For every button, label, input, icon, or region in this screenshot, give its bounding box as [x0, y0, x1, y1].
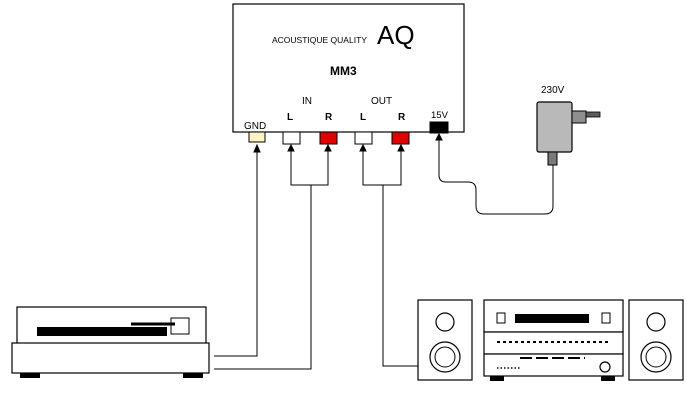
- turntable: [11, 306, 210, 378]
- turntable-foot-left: [20, 373, 40, 378]
- power-jack: [429, 121, 449, 134]
- receiver-knob-left: [496, 312, 506, 324]
- turntable-platter: [37, 327, 167, 336]
- mm3-preamp: ACOUSTIQUE QUALITY AQ MM3 IN OUT L R L R…: [232, 3, 465, 145]
- in-left-arrow: [287, 143, 295, 152]
- out-group-label: OUT: [371, 96, 392, 107]
- speaker-right-tweeter: [646, 312, 666, 332]
- preamp-body: [232, 3, 465, 133]
- power-adapter-label: 230V: [541, 85, 565, 96]
- speaker-right-woofer: [640, 341, 672, 373]
- in-right-arrow: [324, 143, 332, 152]
- out-bracket: [362, 150, 402, 186]
- in-bracket: [290, 150, 329, 186]
- in-wire: [214, 185, 312, 370]
- adapter-plug-prong: [585, 111, 601, 118]
- speaker-left-tweeter: [435, 312, 455, 332]
- power-adapter: 230V: [536, 85, 601, 166]
- in-right-jack: [319, 131, 338, 145]
- receiver-lower-unit: [483, 353, 624, 377]
- in-right-label: R: [325, 112, 333, 123]
- speaker-right-woofer-cone: [645, 346, 667, 368]
- out-left-jack: [354, 131, 373, 145]
- in-left-label: L: [287, 112, 293, 123]
- brand-logo: AQ: [377, 20, 415, 50]
- gnd-wire: [214, 152, 258, 357]
- out-wire: [382, 185, 418, 367]
- out-left-label: L: [360, 112, 366, 123]
- adapter-body: [536, 101, 573, 153]
- adapter-strain-relief: [547, 151, 558, 166]
- receiver-display: [515, 314, 589, 323]
- in-group-label: IN: [302, 96, 312, 107]
- speaker-left-woofer: [429, 341, 461, 373]
- speaker-left: [417, 299, 473, 381]
- tonearm-base: [170, 317, 190, 335]
- receiver-volume-knob: [599, 361, 611, 373]
- receiver-knob-right: [601, 312, 611, 324]
- out-right-arrow: [397, 143, 405, 152]
- adapter-plug-base: [571, 110, 587, 124]
- out-right-jack: [391, 131, 410, 145]
- model-label: MM3: [330, 64, 357, 78]
- out-left-arrow: [359, 143, 367, 152]
- wiring: [214, 132, 554, 370]
- stereo-receiver: [483, 299, 624, 381]
- gnd-arrow: [253, 143, 261, 153]
- power-port-label: 15V: [431, 110, 449, 121]
- in-left-jack: [282, 131, 301, 145]
- power-cable: [438, 140, 554, 215]
- gnd-label: GND: [244, 121, 266, 132]
- turntable-base: [11, 342, 210, 374]
- speaker-right: [628, 299, 684, 381]
- turntable-foot-right: [183, 373, 203, 378]
- power-arrow: [435, 132, 443, 141]
- speaker-left-woofer-cone: [434, 346, 456, 368]
- gnd-jack: [248, 131, 266, 143]
- receiver-foot-right: [601, 376, 615, 381]
- out-right-label: R: [398, 112, 406, 123]
- receiver-foot-left: [490, 376, 504, 381]
- brand-text: ACOUSTIQUE QUALITY: [272, 35, 367, 45]
